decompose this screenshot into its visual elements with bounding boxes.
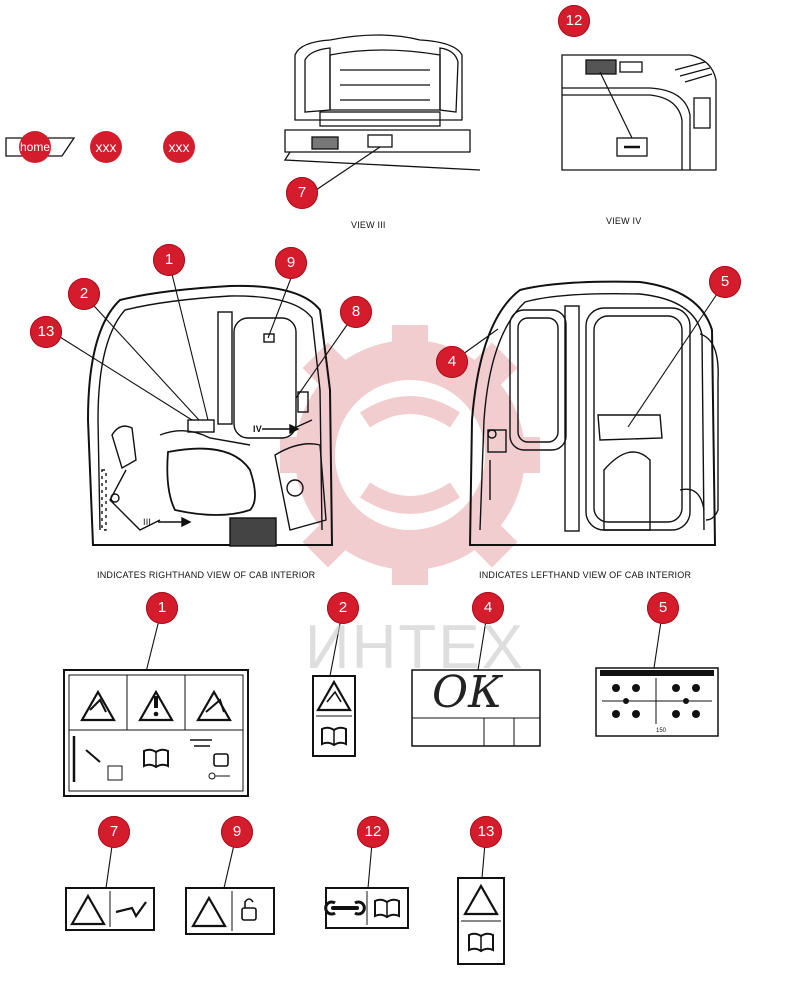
decal-4-text: ОК <box>432 667 503 718</box>
marker-iv-label: IV <box>253 424 262 434</box>
view-iv-illustration <box>561 54 717 171</box>
callout-7[interactable]: 7 <box>286 177 318 209</box>
callout-8[interactable]: 8 <box>340 296 372 328</box>
next-button[interactable]: xxx <box>163 131 195 163</box>
decal-13 <box>457 877 505 965</box>
callout-9-decal[interactable]: 9 <box>221 816 253 848</box>
callout-12[interactable]: 12 <box>558 5 590 37</box>
cab-righthand-illustration <box>86 284 334 547</box>
decal-1 <box>63 669 249 797</box>
callout-2[interactable]: 2 <box>68 278 100 310</box>
prev-button[interactable]: xxx <box>90 131 122 163</box>
callout-1[interactable]: 1 <box>153 244 185 276</box>
callout-13[interactable]: 13 <box>30 316 62 348</box>
callout-7-decal[interactable]: 7 <box>98 816 130 848</box>
callout-13-decal[interactable]: 13 <box>470 816 502 848</box>
callout-9[interactable]: 9 <box>275 247 307 279</box>
lefthand-caption: INDICATES LEFTHAND VIEW OF CAB INTERIOR <box>479 570 692 580</box>
callout-4[interactable]: 4 <box>436 346 468 378</box>
decal-5-code: 150 <box>656 728 667 734</box>
decal-12 <box>323 887 409 929</box>
decal-2 <box>312 675 356 757</box>
view-iii-illustration <box>283 34 481 191</box>
callout-1-decal[interactable]: 1 <box>146 592 178 624</box>
marker-iii-arrow <box>158 516 192 528</box>
righthand-caption: INDICATES RIGHTHAND VIEW OF CAB INTERIOR <box>97 570 316 580</box>
home-tag-outline <box>5 137 76 157</box>
view-iii-caption: VIEW III <box>351 220 386 230</box>
callout-4-decal[interactable]: 4 <box>472 592 504 624</box>
marker-iv-arrow <box>262 423 300 435</box>
callout-5[interactable]: 5 <box>709 266 741 298</box>
callout-12-decal[interactable]: 12 <box>357 816 389 848</box>
decal-5 <box>595 667 719 737</box>
marker-iii-label: III <box>143 517 152 527</box>
cab-lefthand-illustration <box>468 280 719 546</box>
decal-9 <box>185 887 275 935</box>
watermark-text: ИНТЕХ <box>305 613 525 682</box>
home-button[interactable]: home <box>19 131 51 163</box>
view-iv-caption: VIEW IV <box>606 216 642 226</box>
callout-2-decal[interactable]: 2 <box>327 592 359 624</box>
decal-7 <box>65 887 155 931</box>
decal-4 <box>411 669 541 747</box>
callout-leaders <box>51 261 726 889</box>
callout-5-decal[interactable]: 5 <box>647 592 679 624</box>
